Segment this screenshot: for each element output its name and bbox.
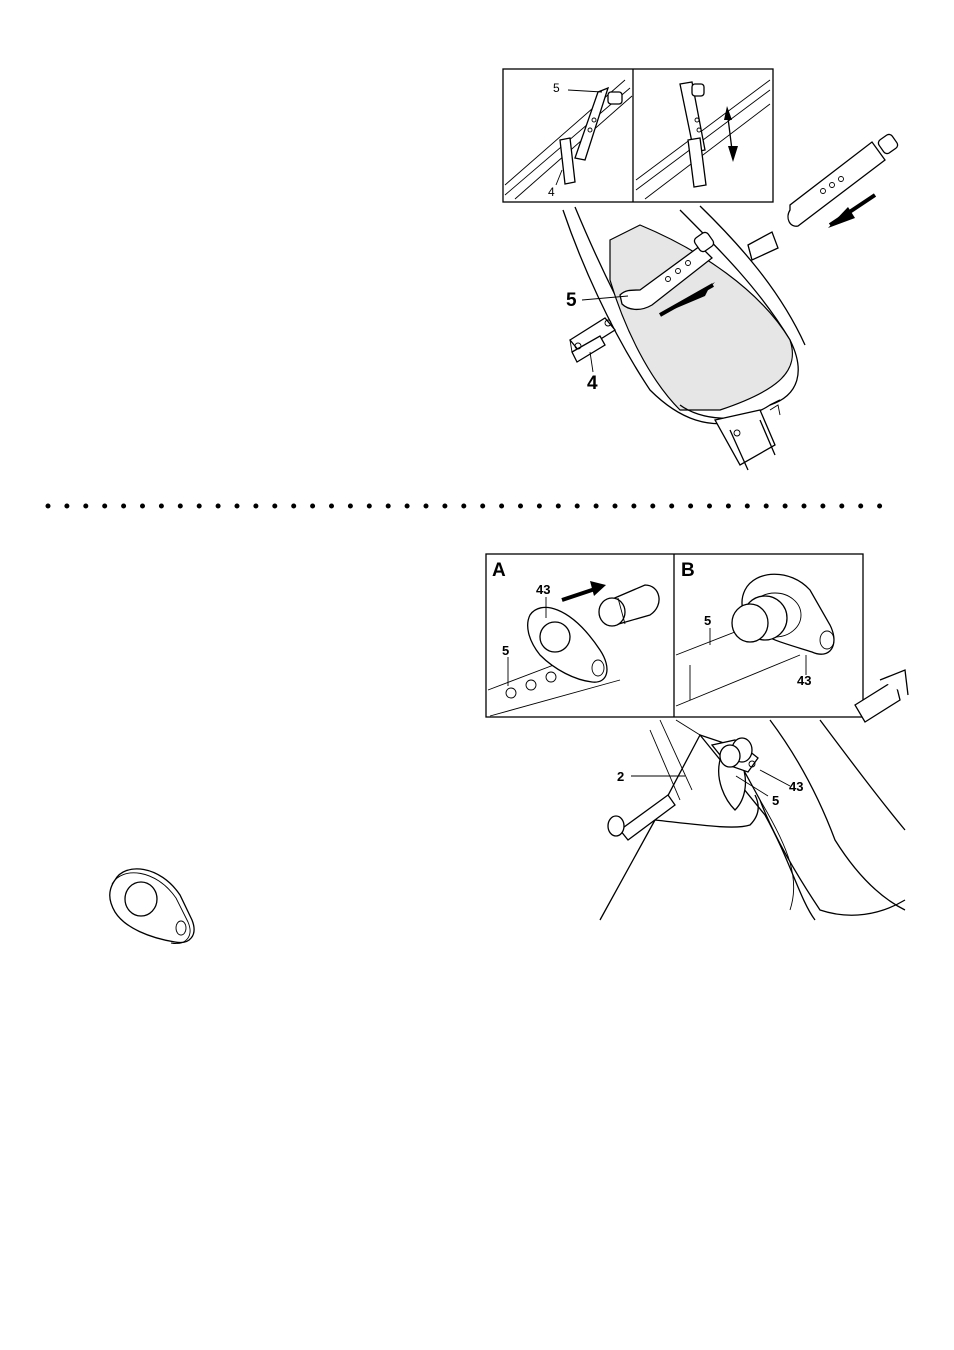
inset-a-drawing: [488, 585, 659, 716]
inset-b-label-43: 43: [797, 673, 811, 688]
step1-figure: 5 4: [503, 69, 899, 470]
step1-inset-frame: [503, 69, 773, 202]
inset-a-letter: A: [492, 560, 506, 581]
step1-frame-drawing: [563, 206, 805, 470]
inset-a-label-43: 43: [536, 582, 550, 597]
step1-inset-left-drawing: [505, 80, 632, 199]
step1-leader-4: [590, 352, 593, 372]
step2-label-5: 5: [772, 793, 779, 808]
step2-label-2: 2: [617, 769, 624, 784]
inset-b-letter: B: [681, 560, 695, 581]
washer-plate-part-icon: [110, 869, 194, 944]
step1-label-4: 4: [587, 373, 598, 394]
step1-inset-right-drawing: [636, 80, 770, 199]
step2-label-43: 43: [789, 779, 803, 794]
inset-b-label-5: 5: [704, 613, 711, 628]
step2-leader-43: [760, 770, 790, 786]
step2-figure: A B 43 5: [110, 554, 908, 944]
step1-inset-label-4: 4: [548, 185, 555, 199]
inset-a-arrow-icon: [562, 581, 606, 600]
inset-a-label-5: 5: [502, 643, 509, 658]
direction-arrow-icon: [828, 195, 875, 228]
step2-frame-drawing: [600, 670, 908, 920]
step1-inset-label-5: 5: [553, 81, 560, 95]
step1-label-5: 5: [566, 290, 577, 311]
